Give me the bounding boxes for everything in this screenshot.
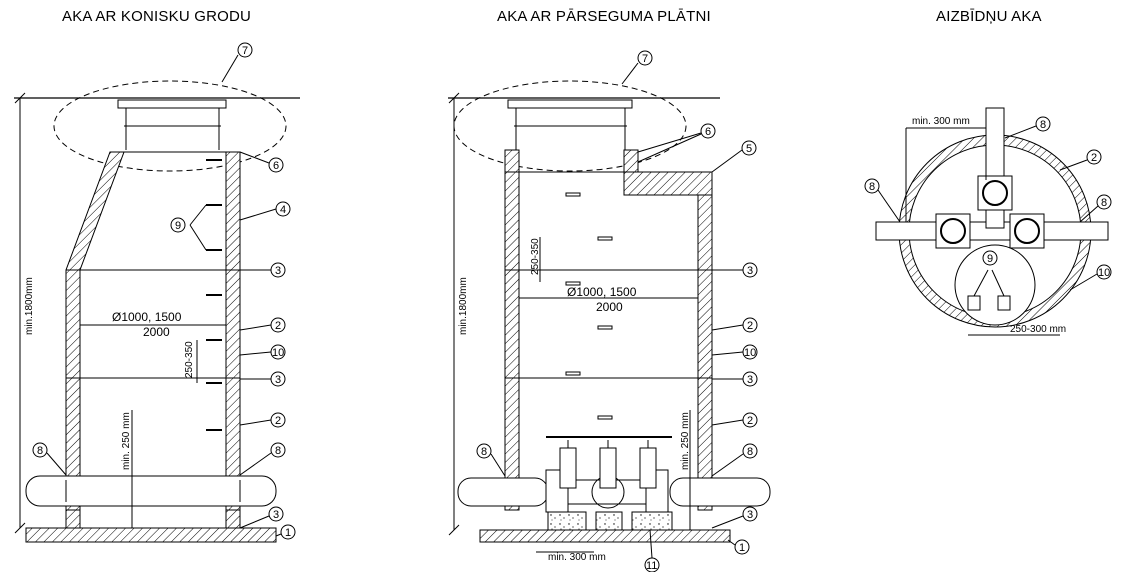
slab-well-drawing: [448, 80, 771, 553]
marker-6-middle: 6: [705, 126, 711, 138]
marker-3b-middle: 3: [747, 374, 753, 386]
marker-7-left: 7: [242, 45, 248, 57]
marker-8a-right: 8: [1040, 119, 1046, 131]
min-300-middle: min. 300 mm: [548, 552, 606, 563]
markers-left: [32, 42, 296, 540]
step-spacing-middle: 250-350: [530, 238, 541, 275]
marker-3c-middle: 3: [747, 509, 753, 521]
marker-11-middle: 11: [646, 560, 657, 572]
diameter-2000-left: 2000: [143, 325, 170, 339]
marker-3b-left: 3: [275, 374, 281, 386]
spacing-plan: 250-300 mm: [1010, 324, 1066, 335]
marker-2b-middle: 2: [747, 415, 753, 427]
diameter-label-left: Ø1000, 1500: [112, 310, 182, 324]
marker-8b-middle: 8: [747, 446, 753, 458]
height-dimension-left: min.1800mm: [24, 277, 35, 335]
marker-8a-left: 8: [37, 445, 43, 457]
marker-6-left: 6: [273, 160, 279, 172]
marker-9-left: 9: [175, 220, 181, 232]
marker-10-left: 10: [272, 347, 284, 359]
marker-9-right: 9: [987, 253, 993, 265]
title-slab-well: AKA AR PĀRSEGUMA PLĀTNI: [497, 8, 711, 25]
marker-2a-middle: 2: [747, 320, 753, 332]
marker-5-middle: 5: [746, 143, 752, 155]
marker-4-left: 4: [280, 204, 286, 216]
min-250-left: min. 250 mm: [121, 412, 132, 470]
marker-3a-left: 3: [275, 265, 281, 277]
marker-10-middle: 10: [744, 347, 756, 359]
marker-3c-left: 3: [273, 509, 279, 521]
marker-2-right: 2: [1091, 152, 1097, 164]
marker-1-middle: 1: [739, 542, 745, 554]
markers-right: [864, 116, 1112, 291]
conical-well-drawing: [14, 80, 300, 543]
marker-7-middle: 7: [642, 53, 648, 65]
marker-10-right: 10: [1098, 267, 1110, 279]
title-valve-well: AIZBĪDŅU AKA: [936, 8, 1042, 25]
markers-middle: [476, 50, 758, 572]
step-spacing-left: 250-350: [184, 341, 195, 378]
title-conical-well: AKA AR KONISKU GRODU: [62, 8, 252, 25]
marker-3a-middle: 3: [747, 265, 753, 277]
diameter-label-middle: Ø1000, 1500: [567, 285, 637, 299]
height-dimension-middle: min.1800mm: [458, 277, 469, 335]
valve-well-plan: [875, 107, 1109, 336]
marker-1-left: 1: [285, 527, 291, 539]
marker-2a-left: 2: [275, 320, 281, 332]
marker-8c-right: 8: [1101, 197, 1107, 209]
diameter-2000-middle: 2000: [596, 300, 623, 314]
marker-2b-left: 2: [275, 415, 281, 427]
marker-8b-right: 8: [869, 181, 875, 193]
marker-8a-middle: 8: [481, 446, 487, 458]
min-250-middle: min. 250 mm: [680, 412, 691, 470]
marker-8b-left: 8: [275, 445, 281, 457]
min-300-plan: min. 300 mm: [912, 116, 970, 127]
